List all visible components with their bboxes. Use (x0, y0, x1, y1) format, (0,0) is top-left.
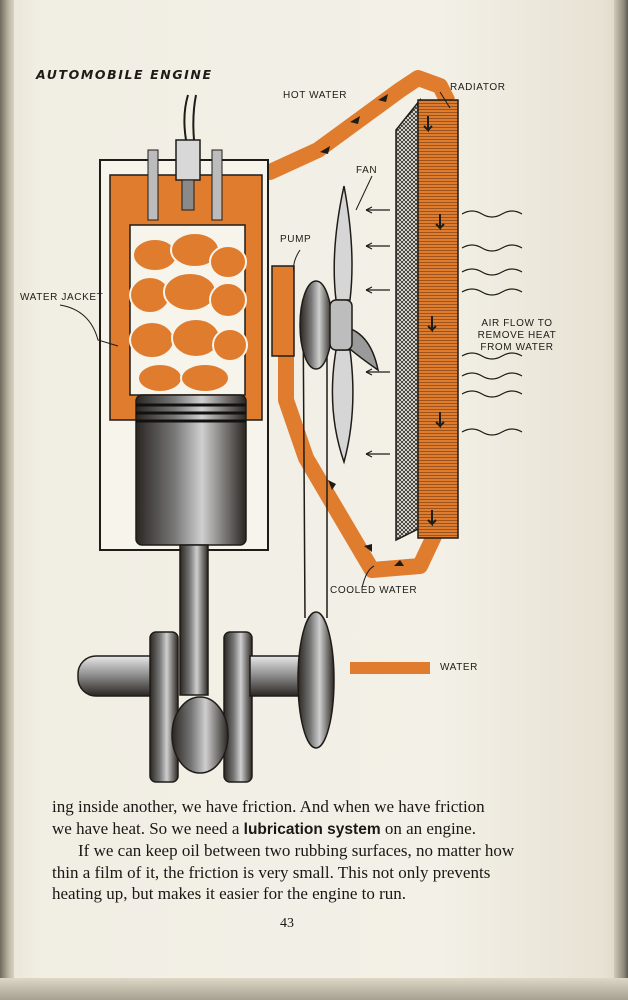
leader-lines (59, 91, 451, 589)
air-flow-line-1: AIR FLOW TO (481, 318, 553, 329)
cooled-water-label: COOLED WATER (330, 585, 418, 596)
body-text: ing inside another, we have friction. An… (52, 796, 542, 905)
air-flow-lines (365, 206, 523, 458)
body-line-2: we have heat. So we need a lubrication s… (52, 818, 542, 841)
body-paragraph-2: If we can keep oil between two rubbing s… (52, 841, 515, 903)
book-spine (0, 0, 14, 1000)
pump-label: PUMP (280, 234, 312, 245)
air-flow-label: AIR FLOW TO REMOVE HEAT FROM WATER (462, 318, 572, 354)
fan-label: FAN (356, 165, 378, 176)
body-line-2-end: on an engine. (380, 818, 476, 838)
page-number: 43 (280, 916, 294, 931)
cooled-water-pipe (278, 300, 444, 578)
piston (135, 394, 247, 696)
water-legend-label: WATER (440, 662, 478, 673)
combustion-puffs (129, 232, 248, 393)
air-flow-line-3: FROM WATER (480, 342, 554, 353)
air-flow-line-2: REMOVE HEAT (477, 330, 557, 341)
page-edge-right (614, 0, 628, 1000)
crankshaft (77, 299, 335, 783)
body-line-1: ing inside another, we have friction. An… (52, 797, 485, 816)
radiator-label: RADIATOR (450, 82, 506, 93)
spark-plug (147, 94, 223, 221)
figure-title: AUTOMOBILE ENGINE (36, 67, 213, 82)
lubrication-system-term: lubrication system (243, 820, 381, 838)
radiator (395, 97, 459, 542)
hot-water-label: HOT WATER (283, 90, 348, 101)
water-legend-swatch (350, 662, 430, 674)
page-edge-bottom (0, 978, 628, 1000)
water-pump (271, 265, 333, 370)
water-jacket-label: WATER JACKET (20, 292, 104, 303)
hot-water-pipe (120, 70, 456, 180)
body-line-2-start: we have heat. So we need a (52, 818, 244, 838)
fan (329, 185, 380, 465)
